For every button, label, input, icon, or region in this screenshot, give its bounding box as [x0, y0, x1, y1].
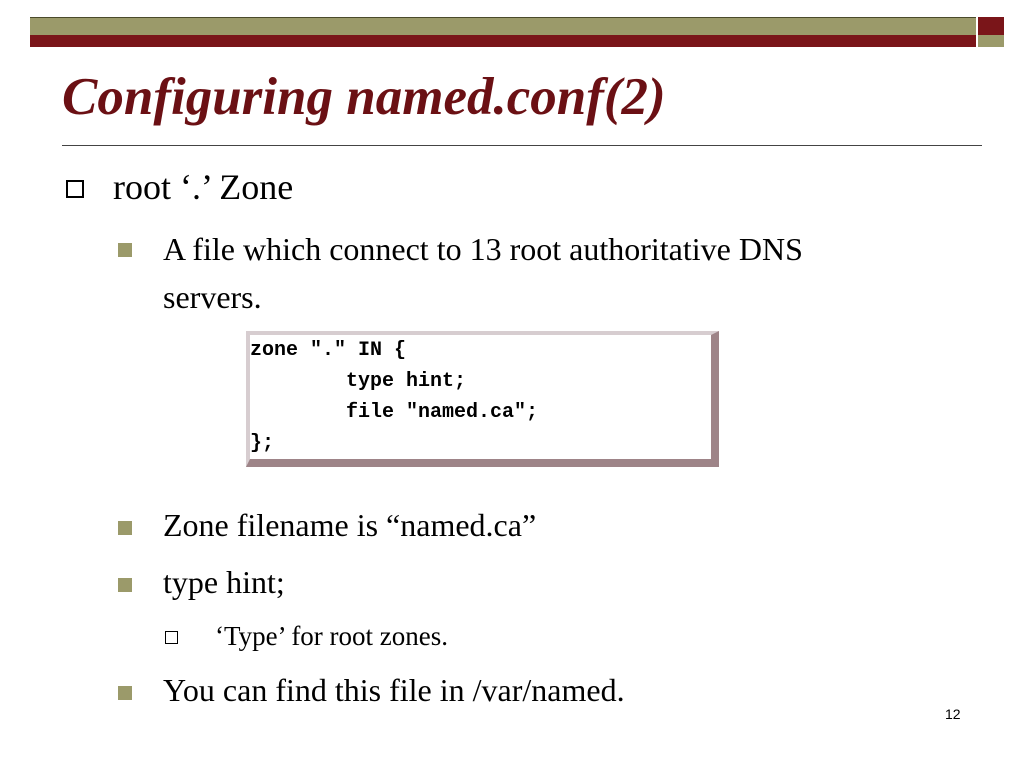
header-bar-red: [30, 35, 976, 47]
bullet-type-root-zones: ‘Type’ for root zones.: [215, 621, 449, 651]
hollow-square-bullet-icon: [66, 180, 84, 198]
bullet-zone-filename: Zone filename is “named.ca”: [163, 507, 537, 543]
code-line: zone "." IN {: [250, 339, 407, 362]
bullet-file-location: You can find this file in /var/named.: [163, 672, 625, 708]
filled-square-bullet-icon: [118, 686, 132, 700]
filled-square-bullet-icon: [118, 578, 132, 592]
header-corner-red: [978, 17, 1004, 35]
header-corner-olive: [978, 35, 1004, 47]
code-line: };: [250, 432, 275, 455]
header-bar-olive: [30, 17, 976, 36]
bullet-type-hint: type hint;: [163, 564, 285, 600]
filled-square-bullet-icon: [118, 521, 132, 535]
page-number: 12: [945, 706, 961, 722]
title-divider: [62, 145, 982, 146]
bullet-description-line-1: A file which connect to 13 root authorit…: [163, 231, 803, 267]
code-line: type hint;: [250, 370, 467, 393]
bullet-description-line-2: servers.: [163, 279, 262, 315]
bullet-root-zone: root ‘.’ Zone: [113, 167, 294, 207]
code-text: zone "." IN { type hint; file "named.ca"…: [250, 335, 538, 459]
code-block: zone "." IN { type hint; file "named.ca"…: [246, 331, 719, 467]
code-line: file "named.ca";: [250, 401, 539, 424]
slide-title: Configuring named.conf(2): [62, 68, 666, 126]
filled-square-bullet-icon: [118, 243, 132, 257]
hollow-square-bullet-icon: [165, 631, 178, 644]
